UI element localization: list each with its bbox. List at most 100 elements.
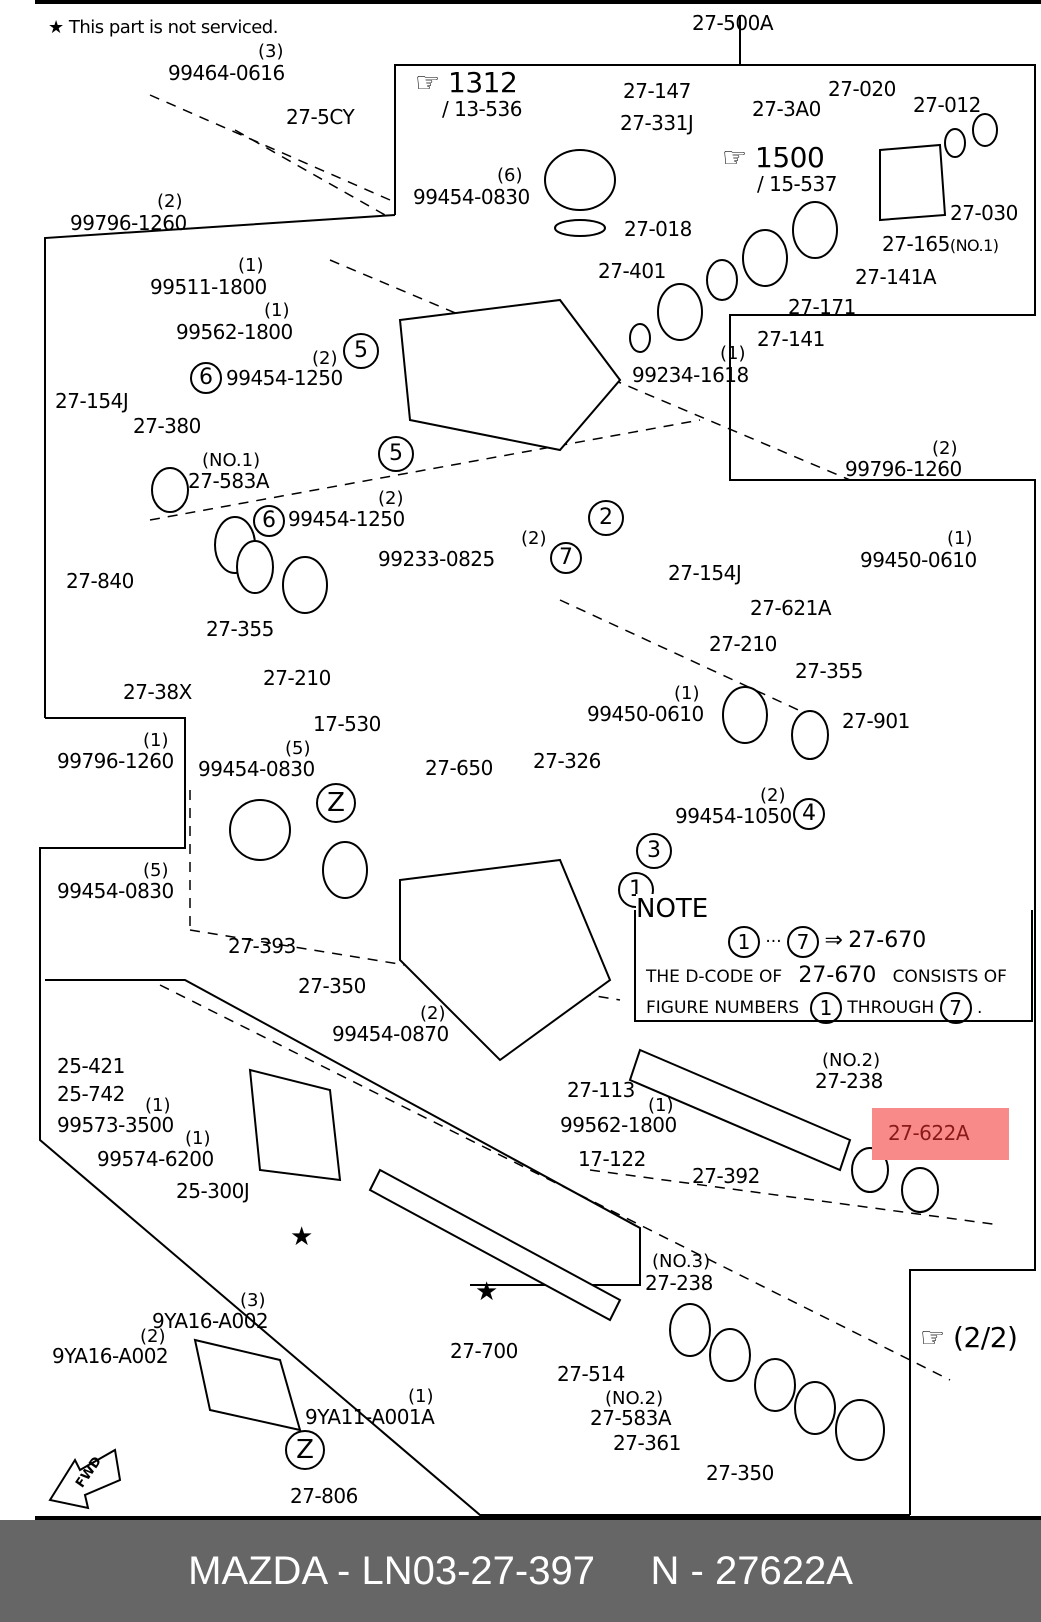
part-99454-1050[interactable]: 99454-1050 [675,804,792,828]
bottom-border [35,1516,1041,1520]
part-27-350[interactable]: 27-350 [298,974,366,998]
part-99450-0610[interactable]: 99450-0610 [587,702,704,726]
qty: (2) [312,348,338,369]
part-99796-1260[interactable]: 99796-1260 [70,211,187,235]
part-99573-3500[interactable]: 99573-3500 [57,1113,174,1137]
part-27-141[interactable]: 27-141 [757,327,825,351]
star-icon: ★ [475,1277,498,1307]
part-27-3A0[interactable]: 27-3A0 [752,97,821,121]
part-99454-1250[interactable]: 99454-1250 [288,507,405,531]
part-25-421[interactable]: 25-421 [57,1054,125,1078]
part-27-210[interactable]: 27-210 [263,666,331,690]
figure-circle-2: 2 [588,500,624,536]
intermediate-shaft-sketch [368,1168,622,1322]
qty: (1) [143,730,169,751]
frame-left-top [44,214,396,718]
note-title: NOTE [636,894,713,924]
part-27-030[interactable]: 27-030 [950,201,1018,225]
note-line-2: THE D-CODE OF 27-670 CONSISTS OF [646,963,1007,988]
figure-circle-6: 6 [190,362,222,394]
part-27-840[interactable]: 27-840 [66,569,134,593]
parts-diagram: ★ ★ ★ This part is not serviced. 27-500A… [35,0,1041,1520]
part-27-514[interactable]: 27-514 [557,1362,625,1386]
part-27-154J[interactable]: 27-154J [668,561,742,585]
part-27-700[interactable]: 27-700 [450,1339,518,1363]
part-27-355[interactable]: 27-355 [206,617,274,641]
qty: (1) [408,1386,434,1407]
part-99562-1800[interactable]: 99562-1800 [176,320,293,344]
part-9YA11-A001A[interactable]: 9YA11-A001A [305,1405,435,1429]
part-27-331J[interactable]: 27-331J [620,111,694,135]
frame-left-bottom [39,717,910,1516]
part-99233-0825[interactable]: 99233-0825 [378,547,495,571]
qty: (2) [521,528,547,549]
part-27-018[interactable]: 27-018 [624,217,692,241]
extension-housing-sketch [248,1068,342,1182]
part-27-171[interactable]: 27-171 [788,295,856,319]
part-27-583A[interactable]: 27-583A [590,1406,672,1430]
part-27-154J[interactable]: 27-154J [55,389,129,413]
note-line-1: 1 ··· 7 ⇒ 27-670 [728,926,926,958]
part-99464-0616[interactable]: 99464-0616 [168,61,285,85]
ref-1500[interactable]: ☞ 1500 [722,141,825,174]
qty: (1) [145,1095,171,1116]
part-27-113[interactable]: 27-113 [567,1078,635,1102]
part-99454-0830[interactable]: 99454-0830 [198,757,315,781]
part-27-650[interactable]: 27-650 [425,756,493,780]
note-target: 27-670 [848,928,927,953]
part-99454-0830[interactable]: 99454-0830 [413,185,530,209]
qty: (5) [285,738,311,759]
part-27-355[interactable]: 27-355 [795,659,863,683]
part-99511-1800[interactable]: 99511-1800 [150,275,267,299]
part-27-901[interactable]: 27-901 [842,709,910,733]
ref-15-537: / 15-537 [757,172,837,196]
part-25-742[interactable]: 25-742 [57,1082,125,1106]
part-27-401[interactable]: 27-401 [598,259,666,283]
part-99234-1618[interactable]: 99234-1618 [632,363,749,387]
qty: (3) [240,1290,266,1311]
part-27-238[interactable]: 27-238 [645,1271,713,1295]
part-9YA16-A002[interactable]: 9YA16-A002 [52,1344,169,1368]
part-number: 27-165 [882,232,950,256]
part-27-583A[interactable]: 27-583A [188,469,270,493]
part-27-393[interactable]: 27-393 [228,934,296,958]
top-border [35,0,1041,4]
part-27-210[interactable]: 27-210 [709,632,777,656]
part-27-141A[interactable]: 27-141A [855,265,937,289]
part-9YA16-A002[interactable]: 9YA16-A002 [152,1309,269,1333]
part-27-147[interactable]: 27-147 [623,79,691,103]
part-27-622A[interactable]: 27-622A [888,1121,970,1145]
qty: (1) [238,255,264,276]
note-line-3: FIGURE NUMBERS 1 THROUGH 7 . [646,992,982,1024]
part-99450-0610[interactable]: 99450-0610 [860,548,977,572]
part-note: (NO.3) [652,1251,711,1272]
diagram-lines: ★ ★ [39,15,1036,1516]
part-25-300J[interactable]: 25-300J [176,1179,250,1203]
part-27-361[interactable]: 27-361 [613,1431,681,1455]
figure-circle-1: 1 [728,926,760,958]
part-27-165[interactable]: 27-165(NO.1) [882,233,999,257]
ref-page-2-2[interactable]: ☞ (2/2) [920,1321,1018,1354]
part-99454-0870[interactable]: 99454-0870 [332,1022,449,1046]
part-27-326[interactable]: 27-326 [533,749,601,773]
part-99796-1260[interactable]: 99796-1260 [57,749,174,773]
part-27-806[interactable]: 27-806 [290,1484,358,1508]
part-99796-1260[interactable]: 99796-1260 [845,457,962,481]
part-27-392[interactable]: 27-392 [692,1164,760,1188]
part-27-020[interactable]: 27-020 [828,77,896,101]
part-27-380[interactable]: 27-380 [133,414,201,438]
fwd-arrow-icon [48,1448,122,1510]
part-27-5CY[interactable]: 27-5CY [286,105,355,129]
part-99454-1250[interactable]: 99454-1250 [226,366,343,390]
part-27-238[interactable]: 27-238 [815,1069,883,1093]
part-99574-6200[interactable]: 99574-6200 [97,1147,214,1171]
part-27-012[interactable]: 27-012 [913,93,981,117]
part-27-38X[interactable]: 27-38X [123,680,192,704]
part-27-350[interactable]: 27-350 [706,1461,774,1485]
part-17-122[interactable]: 17-122 [578,1147,646,1171]
ref-1312[interactable]: ☞ 1312 [415,66,518,99]
part-17-530[interactable]: 17-530 [313,712,381,736]
part-99562-1800[interactable]: 99562-1800 [560,1113,677,1137]
part-27-621A[interactable]: 27-621A [750,596,832,620]
part-99454-0830[interactable]: 99454-0830 [57,879,174,903]
